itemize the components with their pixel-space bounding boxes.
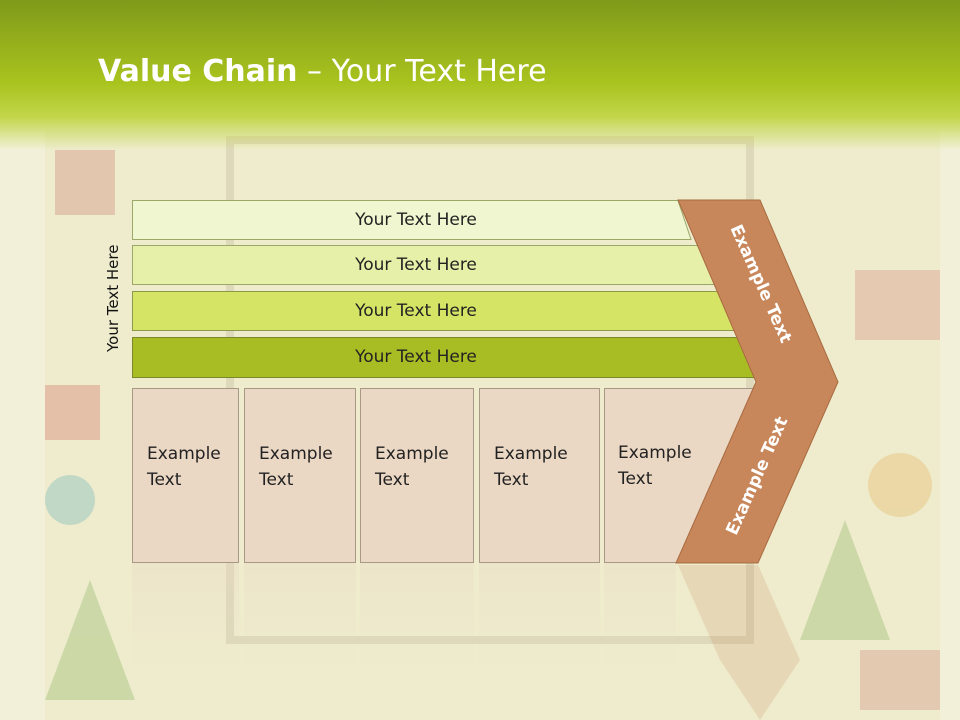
box-2: Example Text [244, 388, 356, 563]
bar-2-label: Your Text Here [355, 255, 477, 275]
box-2-reflection [244, 563, 356, 720]
box-2-label: Example Text [259, 444, 333, 490]
box-1-reflection [132, 563, 239, 720]
gift-icon [45, 385, 100, 440]
box-1-label: Example Text [147, 444, 221, 490]
box-4-label: Example Text [494, 444, 568, 490]
gift-icon [860, 650, 940, 710]
box-5-reflection [604, 563, 676, 720]
gift-icon [55, 150, 115, 215]
side-label: Your Text Here [104, 244, 122, 352]
box-3-label: Example Text [375, 444, 449, 490]
box-5-label: Example Text [618, 443, 692, 489]
header-band [0, 0, 960, 150]
gift-icon [855, 270, 940, 340]
box-1: Example Text [132, 388, 239, 563]
box-5: Example Text [604, 388, 714, 563]
box-4-reflection [479, 563, 600, 720]
bar-3-label: Your Text Here [355, 301, 477, 321]
box-4: Example Text [479, 388, 600, 563]
bar-4-label: Your Text Here [355, 347, 477, 367]
bar-1-label: Your Text Here [355, 210, 477, 230]
tree-icon [800, 520, 890, 640]
page-title: Value Chain – Your Text Here [98, 54, 547, 89]
bell-icon [45, 475, 95, 525]
box-3: Example Text [360, 388, 474, 563]
tree-icon [45, 580, 135, 700]
bell-icon [868, 453, 932, 517]
box-3-reflection [360, 563, 474, 720]
